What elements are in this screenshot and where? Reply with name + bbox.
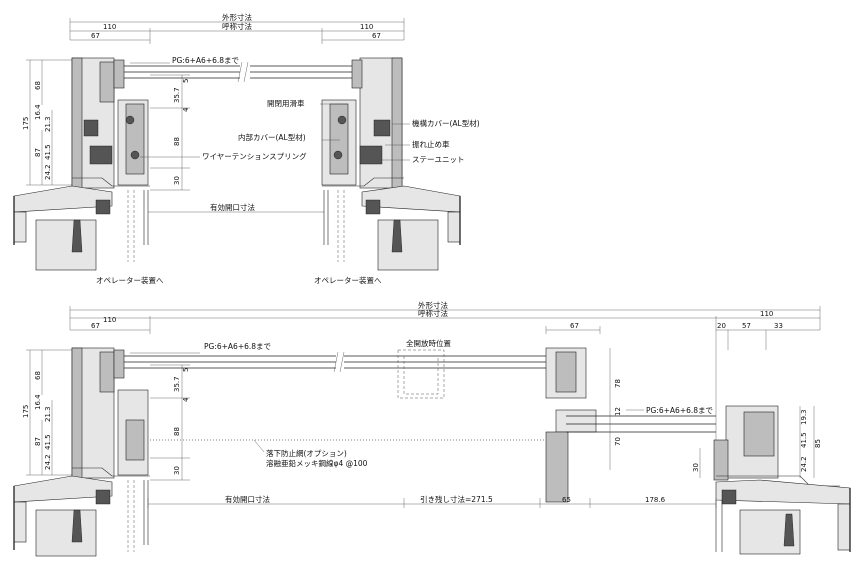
- top-dim-16-4: 16.4: [34, 104, 42, 120]
- bottom-dim-68: 68: [34, 371, 42, 380]
- bottom-dim-87: 87: [34, 437, 42, 446]
- bottom-nominal-dimension: 呼称寸法: [70, 308, 820, 319]
- bottom-dim-12: 12: [614, 407, 622, 416]
- bottom-dim-21-3: 21.3: [44, 406, 52, 422]
- bottom-small-dims: 110 67 67 110 20 57 33: [70, 310, 820, 450]
- bottom-dim-57: 57: [742, 322, 751, 330]
- bottom-dim-175: 175: [22, 405, 30, 418]
- bottom-right-vertical-dims: 19.3 41.5 85 24.2: [799, 406, 822, 478]
- top-dim-87: 87: [34, 148, 42, 157]
- bottom-dim-41-5-right: 41.5: [800, 432, 808, 448]
- top-mech-cover-label: 機構カバー(AL型材): [412, 118, 480, 128]
- bottom-outer-dim-label: 外形寸法: [418, 300, 448, 310]
- bottom-fall-net-label-2: 溶融亜鉛メッキ鋼線φ4 @100: [266, 458, 368, 468]
- bottom-dim-67-mid: 67: [570, 322, 579, 330]
- top-section-view: 外形寸法 呼称寸法 110 67 110 67 68 175 16.4: [13, 12, 480, 285]
- top-right-sill: [361, 185, 461, 271]
- top-dim-67-right: 67: [372, 32, 381, 40]
- top-outer-dimension: 外形寸法: [69, 12, 405, 40]
- bottom-full-open-sash: 全開放時位置: [397, 338, 451, 399]
- top-dim-110-right: 110: [360, 23, 373, 31]
- top-nominal-dimension: 呼称寸法: [70, 21, 404, 32]
- bottom-dim-16-4: 16.4: [34, 394, 42, 410]
- top-outer-dim-label: 外形寸法: [222, 12, 252, 22]
- bottom-right-frame-profile: 30: [692, 405, 840, 487]
- bottom-dim-78: 78: [614, 379, 622, 388]
- top-glass-pane: [110, 61, 362, 83]
- top-roller-label: 開閉用滑車: [267, 98, 305, 108]
- bottom-full-open-label: 全開放時位置: [406, 338, 451, 348]
- top-effective-opening-dim: 有効開口寸法: [148, 202, 324, 213]
- bottom-dim-30-right: 30: [692, 463, 700, 472]
- top-dim-41-5: 41.5: [44, 144, 52, 160]
- bottom-section-view: 外形寸法 呼称寸法 110 67 67 110 20 57 33: [13, 300, 851, 557]
- bottom-left-frame-profile: [71, 347, 150, 552]
- top-stay-label: ステーユニット: [412, 155, 465, 164]
- bottom-dim-65: 65: [562, 496, 571, 504]
- bottom-glass-pane: [110, 351, 560, 373]
- bottom-middle-frame-profile: 78 12 70: [545, 347, 716, 503]
- bottom-fall-net: 落下防止網(オプション) 溶融亜鉛メッキ鋼線φ4 @100: [150, 439, 546, 468]
- bottom-nominal-dim-label: 呼称寸法: [418, 308, 448, 318]
- top-left-sill: [13, 185, 113, 271]
- bottom-dim-110-right: 110: [760, 310, 773, 318]
- bottom-glass-label-right: PG:6+A6+6.8まで: [646, 406, 713, 415]
- bottom-dim-30: 30: [173, 466, 181, 475]
- top-inner-cover-label: 内部カバー(AL型材): [238, 132, 306, 142]
- bottom-dim-4: 4: [182, 397, 190, 402]
- top-dim-67: 67: [91, 32, 100, 40]
- top-dim-4: 4: [182, 107, 190, 112]
- top-dim-30: 30: [173, 176, 181, 185]
- top-dim-21-3: 21.3: [44, 116, 52, 132]
- bottom-dim-67-left: 67: [91, 322, 100, 330]
- bottom-left-vertical-dims: 68 175 16.4 21.3 87 41.5 24.2: [22, 349, 72, 476]
- bottom-dim-70: 70: [614, 437, 622, 446]
- top-center-vertical-dims: 35.7 5 4 88 30: [150, 74, 190, 191]
- bottom-center-vertical-dims: 35.7 5 4 88 30: [150, 364, 190, 481]
- top-spring-label: ワイヤーテンションスプリング: [202, 151, 307, 161]
- top-dim-110: 110: [103, 23, 116, 31]
- top-dim-175: 175: [22, 117, 30, 130]
- top-left-vertical-dims: 68 175 16.4 21.3 87 41.5 24.2: [22, 59, 72, 186]
- bottom-dim-88: 88: [173, 427, 181, 436]
- bottom-dim-33: 33: [774, 322, 783, 330]
- top-left-frame-profile: [71, 57, 150, 262]
- bottom-callouts: PG:6+A6+6.8まで PG:6+A6+6.8まで: [130, 342, 713, 415]
- top-callouts: PG:6+A6+6.8まで 開閉用滑車 内部カバー(AL型材) ワイヤーテンショ…: [96, 56, 480, 285]
- top-dim-68: 68: [34, 81, 42, 90]
- bottom-left-sill: [13, 475, 113, 557]
- bottom-dim-20: 20: [717, 322, 726, 330]
- top-dim-5: 5: [182, 79, 190, 83]
- bottom-dim-24-2: 24.2: [44, 454, 52, 470]
- bottom-dim-19-3: 19.3: [800, 409, 808, 425]
- bottom-fall-net-label-1: 落下防止網(オプション): [266, 448, 347, 458]
- bottom-dim-41-5: 41.5: [44, 434, 52, 450]
- bottom-pull-remain-label: 引き残し寸法=271.5: [420, 494, 493, 504]
- bottom-dim-5: 5: [182, 368, 190, 372]
- bottom-dim-110-left: 110: [103, 316, 116, 324]
- bottom-dim-24-2-right: 24.2: [800, 456, 808, 472]
- bottom-right-sill: [715, 479, 851, 555]
- top-dim-35-7: 35.7: [173, 87, 181, 103]
- top-dim-24-2: 24.2: [44, 164, 52, 180]
- bottom-dim-35-7: 35.7: [173, 376, 181, 392]
- top-small-dims: 110 67 110 67: [70, 23, 404, 44]
- bottom-glass-label-left: PG:6+A6+6.8まで: [204, 342, 271, 351]
- bottom-dim-85: 85: [814, 439, 822, 448]
- top-anti-sway-label: 振れ止め車: [412, 139, 450, 149]
- top-operator-label-left: オペレーター装置へ: [96, 275, 164, 285]
- top-effective-opening-label: 有効開口寸法: [210, 202, 255, 212]
- bottom-dim-178-6: 178.6: [645, 496, 666, 504]
- top-nominal-dim-label: 呼称寸法: [222, 21, 252, 31]
- top-right-frame-profile: [321, 57, 404, 262]
- top-operator-label-right: オペレーター装置へ: [314, 275, 382, 285]
- bottom-effective-opening-label: 有効開口寸法: [225, 494, 270, 504]
- bottom-horizontal-dims: 有効開口寸法 引き残し寸法=271.5 65 178.6: [147, 494, 717, 508]
- top-glass-label-left: PG:6+A6+6.8まで: [172, 56, 239, 65]
- top-dim-88: 88: [173, 137, 181, 146]
